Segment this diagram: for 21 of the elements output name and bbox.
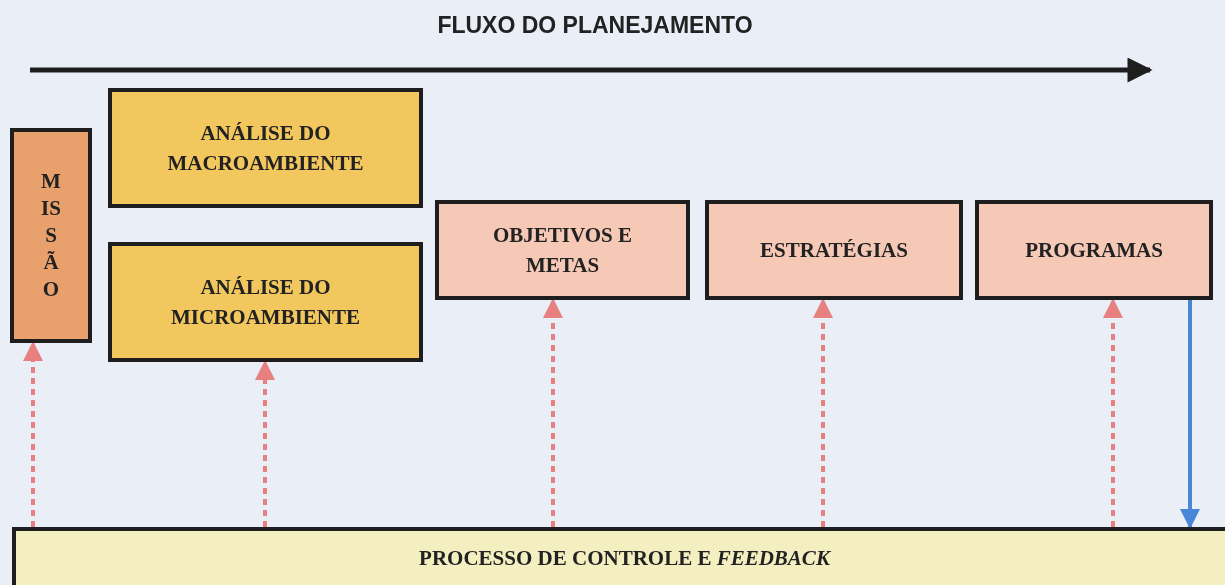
box-label: PROCESSO DE CONTROLE E FEEDBACK [419, 545, 830, 572]
arrow [255, 360, 275, 527]
box-label: ANÁLISE DO MACROAMBIENTE [166, 120, 365, 177]
box-label: OBJETIVOS E METAS [491, 222, 633, 279]
box-label: PROGRAMAS [1025, 237, 1163, 264]
arrow [1103, 298, 1123, 527]
process-box [10, 128, 92, 343]
arrow [23, 341, 43, 527]
box-label: ESTRATÉGIAS [760, 237, 908, 264]
process-box [108, 242, 423, 362]
arrow [543, 298, 563, 527]
diagram-title: FLUXO DO PLANEJAMENTO [436, 12, 754, 39]
process-box [108, 88, 423, 208]
box-label: ANÁLISE DO MICROAMBIENTE [170, 274, 361, 331]
arrow [1180, 300, 1200, 529]
process-box [705, 200, 963, 300]
arrow [813, 298, 833, 527]
process-box [12, 527, 1225, 585]
process-box [975, 200, 1213, 300]
process-box [435, 200, 690, 300]
box-label: MISSÃO [41, 168, 61, 303]
